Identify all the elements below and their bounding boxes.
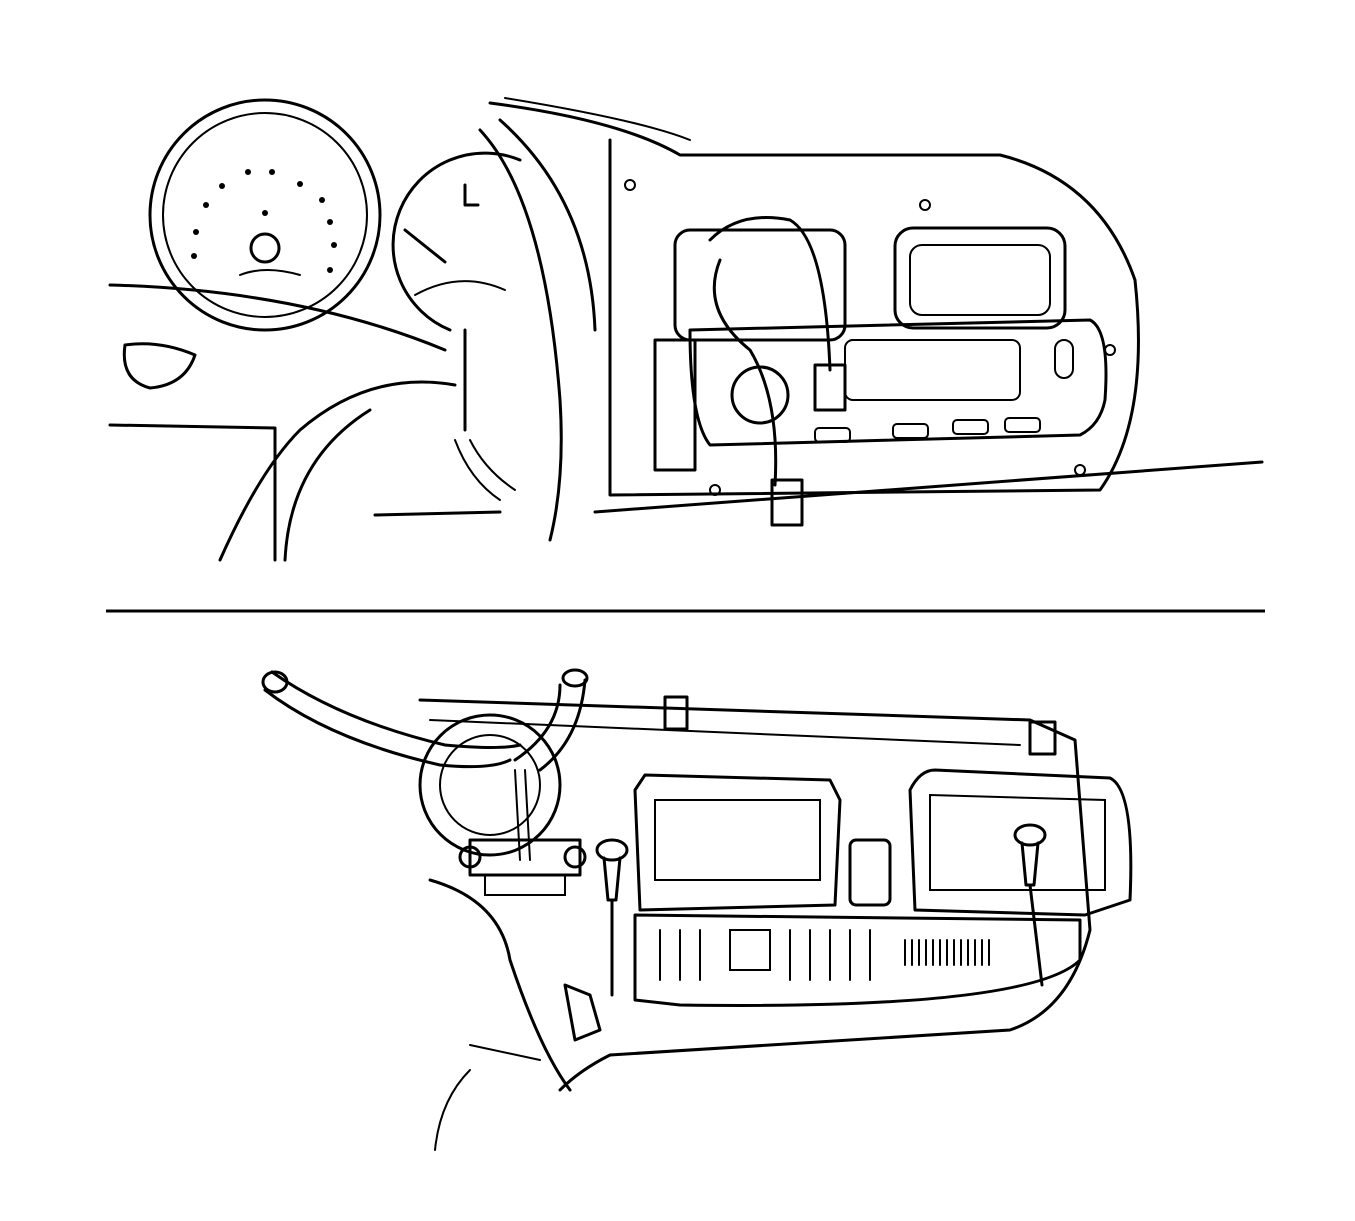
dash-frame	[418, 698, 1092, 1092]
steering-column	[463, 118, 597, 542]
control-module-body	[633, 913, 1082, 1007]
upper-vent-left	[673, 228, 847, 342]
screw-left	[595, 838, 629, 997]
screw-right	[1013, 823, 1047, 987]
air-duct-hose	[263, 670, 522, 769]
bezel-fasteners	[624, 179, 1116, 496]
bottom-view-dash	[261, 668, 1133, 1151]
dash-lower-edge	[108, 423, 277, 562]
top-view-dash	[108, 97, 1264, 562]
dash-bottom-line	[373, 460, 1264, 517]
hvac-bezel	[488, 101, 1140, 497]
speedometer-gauge	[148, 98, 382, 332]
upper-vent-right	[893, 226, 1067, 330]
wire-harness	[708, 216, 847, 527]
duct-opening	[418, 713, 562, 857]
dash-vent	[122, 342, 197, 390]
vent-outlet-right	[908, 768, 1133, 917]
vent-outlet-left	[633, 773, 842, 912]
tachometer-gauge	[391, 151, 522, 332]
steering-wheel	[218, 380, 457, 562]
dash-edge	[108, 283, 447, 352]
